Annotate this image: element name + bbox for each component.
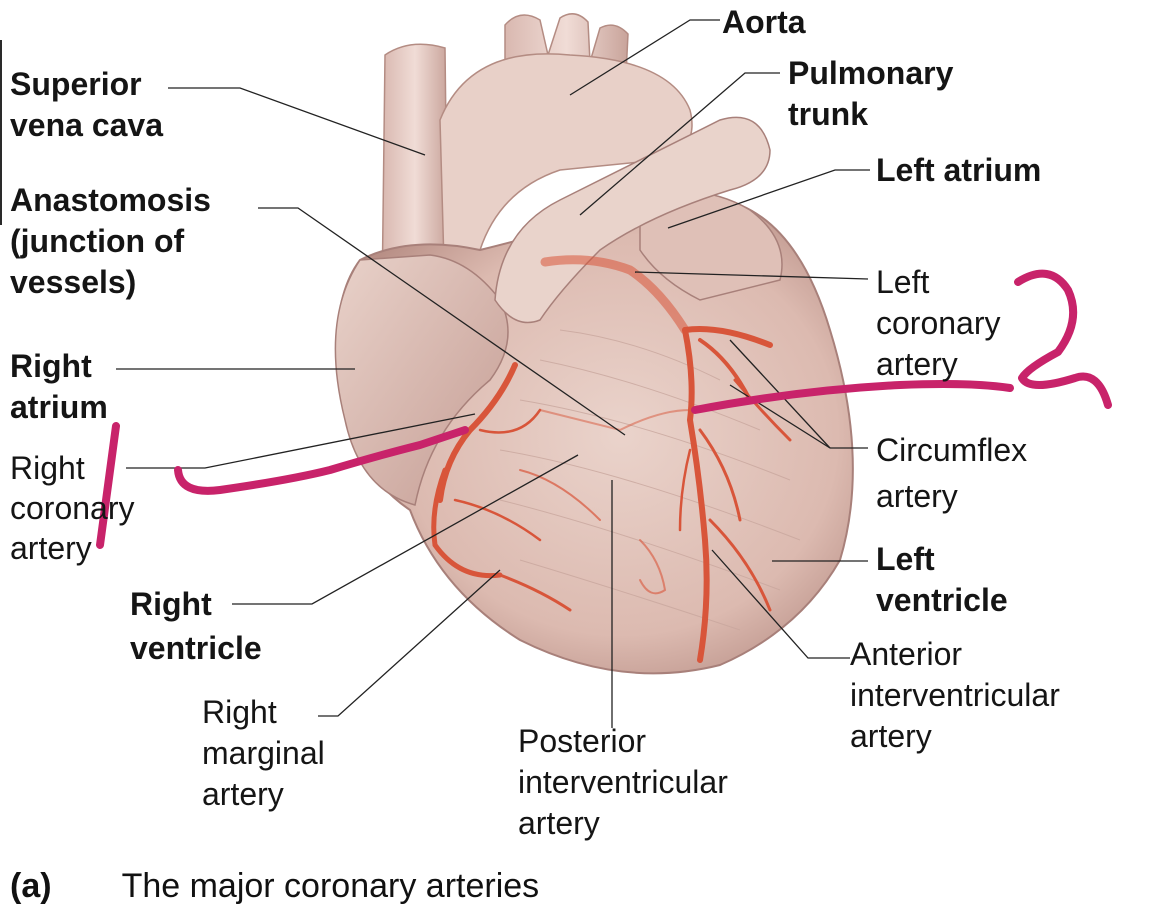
label-left-coronary-artery: Left coronary artery: [876, 262, 1001, 385]
circumflex-artery-shape: [682, 326, 773, 348]
label-anterior-interventricular-artery: Anterior interventricular artery: [850, 634, 1060, 757]
label-line: Right: [10, 348, 92, 384]
figure-caption: (a) The major coronary arteries: [10, 866, 539, 906]
margin-bar: [0, 40, 2, 225]
anterior-interventricular-artery-shape: [682, 327, 710, 663]
label-line: artery: [10, 530, 92, 566]
label-line: vena cava: [10, 107, 164, 143]
label-line: Aorta: [722, 4, 806, 40]
label-line: artery: [202, 776, 284, 812]
label-line: Anterior: [850, 636, 963, 672]
label-line: Posterior: [518, 723, 647, 759]
label-anastomosis: Anastomosis (junction of vessels): [10, 180, 211, 303]
label-line: Right: [202, 694, 277, 730]
label-line: coronary: [10, 490, 135, 526]
label-line: Superior: [10, 66, 142, 102]
label-line: Right: [130, 586, 212, 622]
label-left-atrium: Left atrium: [876, 150, 1041, 191]
label-line: Circumflex: [876, 432, 1028, 468]
label-line: (junction of: [10, 223, 185, 259]
left-coronary-artery-shape: [540, 255, 690, 335]
label-line: artery: [876, 346, 958, 382]
handwritten-left-coronary-line: [691, 380, 1014, 414]
label-right-coronary-artery: Right coronary artery: [10, 448, 135, 568]
coronary-arteries: [431, 255, 792, 663]
label-line: Pulmonary: [788, 55, 954, 91]
label-line: atrium: [10, 389, 108, 425]
caption-tag: (a): [10, 867, 52, 905]
label-line: artery: [850, 718, 932, 754]
label-pulmonary-trunk: Pulmonary trunk: [788, 53, 953, 135]
right-marginal-artery-shape: [431, 467, 503, 579]
caption-text: The major coronary arteries: [121, 867, 540, 905]
label-right-atrium: Right atrium: [10, 346, 108, 428]
label-line: artery: [518, 805, 600, 841]
label-line: Left: [876, 264, 930, 300]
label-right-marginal-artery: Right marginal artery: [202, 692, 325, 815]
label-line: ventricle: [130, 630, 262, 666]
label-line: interventricular: [518, 764, 728, 800]
label-left-ventricle: Left ventricle: [876, 539, 1008, 621]
label-aorta: Aorta: [722, 2, 806, 43]
label-line: vessels): [10, 264, 137, 300]
label-circumflex-artery: Circumflex artery: [876, 427, 1027, 519]
label-line: marginal: [202, 735, 325, 771]
label-line: ventricle: [876, 582, 1008, 618]
aorta-arch-shape: [439, 53, 693, 303]
label-posterior-interventricular-artery: Posterior interventricular artery: [518, 721, 728, 844]
label-line: Left: [876, 541, 935, 577]
handwritten-mark-2: [1014, 269, 1112, 409]
handwritten-annotations: [96, 269, 1112, 549]
label-line: Anastomosis: [10, 182, 211, 218]
label-line: interventricular: [850, 677, 1060, 713]
label-line: Left atrium: [876, 152, 1042, 188]
label-superior-vena-cava: Superior vena cava: [10, 64, 163, 146]
handwritten-right-coronary-line: [174, 426, 469, 495]
label-line: coronary: [876, 305, 1001, 341]
label-line: trunk: [788, 96, 868, 132]
label-line: artery: [876, 478, 958, 514]
handwritten-mark-1: [96, 422, 120, 549]
label-line: Right: [10, 450, 85, 486]
pulmonary-trunk-shape: [494, 116, 771, 324]
label-right-ventricle: Right ventricle: [130, 582, 262, 670]
